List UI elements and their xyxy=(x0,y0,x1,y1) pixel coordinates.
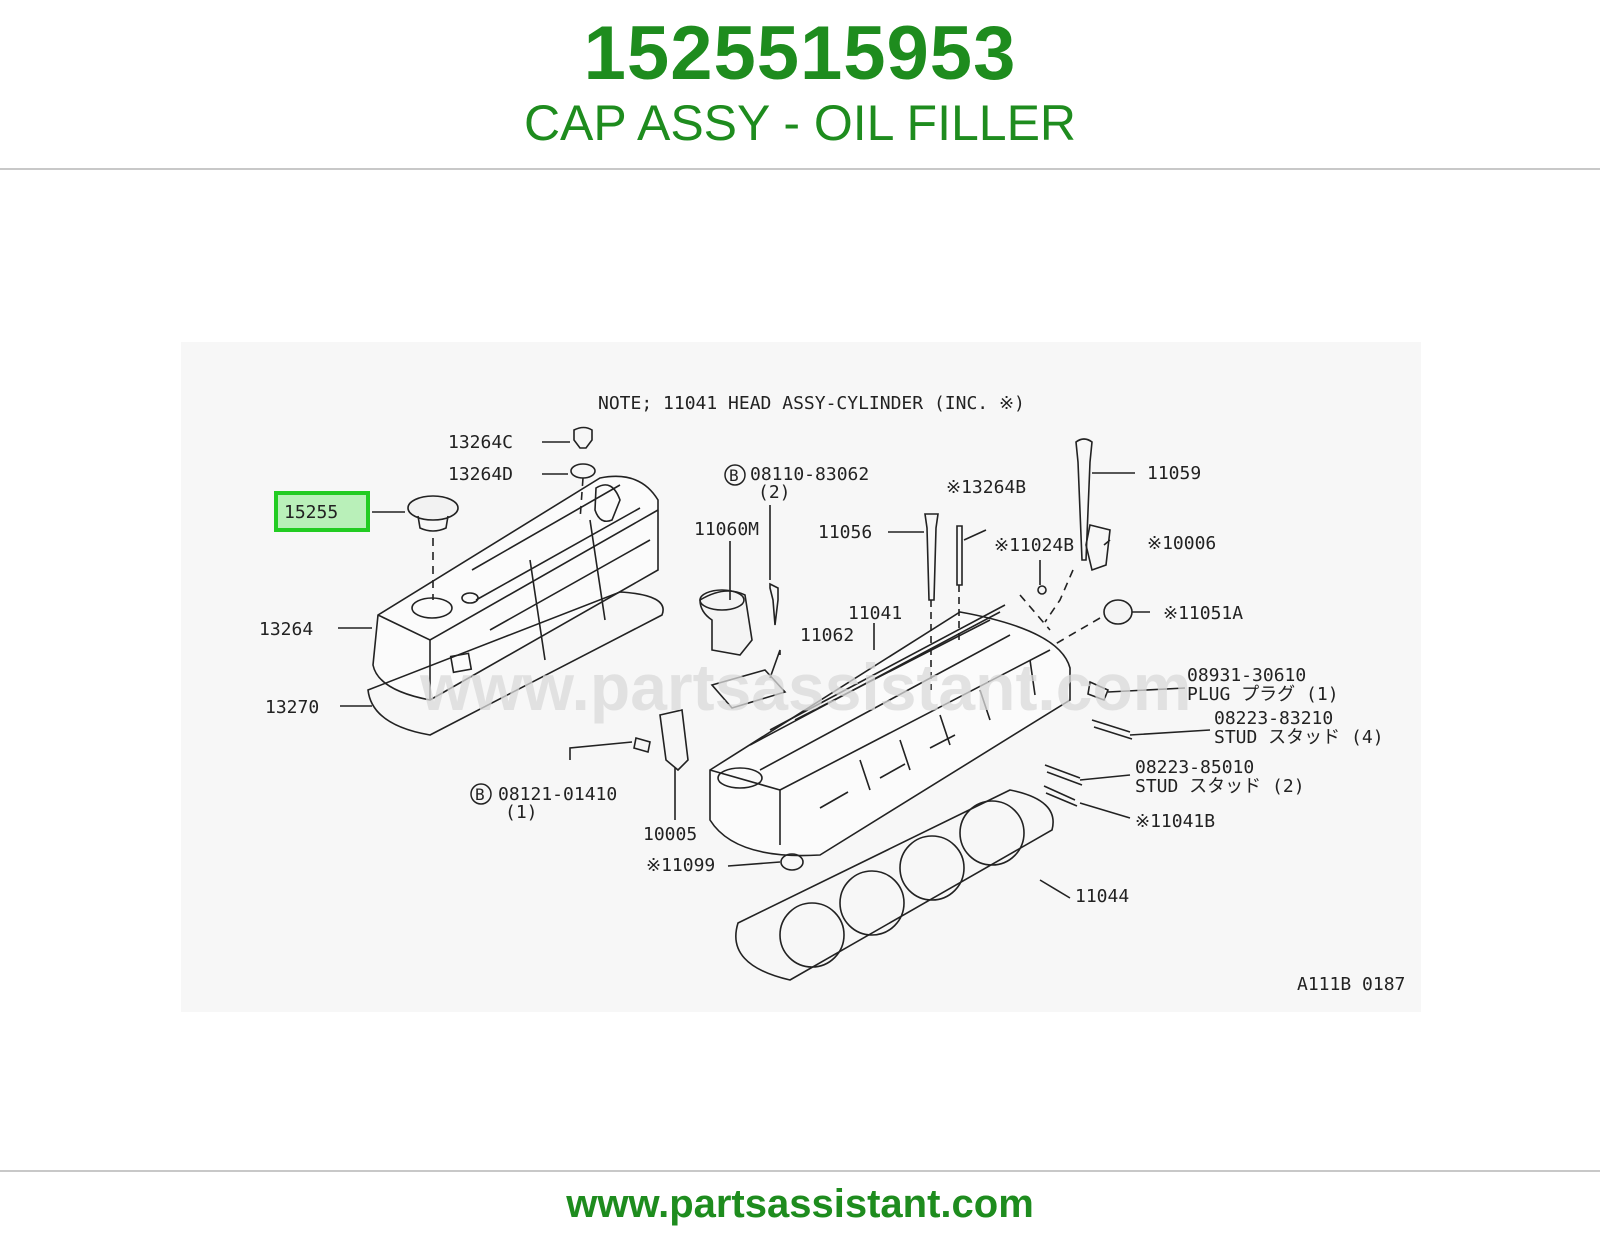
callout-15255: 15255 xyxy=(284,502,338,523)
stud-11041b xyxy=(1043,785,1078,807)
oil-filler-cap xyxy=(407,495,459,532)
footer-url[interactable]: www.partsassistant.com xyxy=(566,1182,1034,1226)
callout-08223-83210-desc: STUD スタッド (4) xyxy=(1214,727,1384,748)
callout-08121-01410: 08121-01410 xyxy=(498,784,617,805)
callout-08223-83210: 08223-83210 xyxy=(1214,708,1333,729)
callout-11041: 11041 xyxy=(848,603,902,624)
callout-11044: 11044 xyxy=(1075,886,1129,907)
bracket-10005 xyxy=(659,709,689,772)
oil-level-gauge xyxy=(1075,438,1093,561)
callout-11059: 11059 xyxy=(1147,463,1201,484)
cap-13264c xyxy=(573,426,593,449)
plug-11099 xyxy=(780,853,804,871)
callout-11041b: ※11041B xyxy=(1135,811,1215,832)
callout-08223-85010: 08223-85010 xyxy=(1135,757,1254,778)
stud-08223-83210 xyxy=(1091,719,1133,740)
callout-13264d: 13264D xyxy=(448,464,513,485)
callout-08931-30610: 08931-30610 xyxy=(1187,665,1306,686)
diagram-note: NOTE; 11041 HEAD ASSY-CYLINDER (INC. ※) xyxy=(598,393,1025,414)
callout-08223-85010-desc: STUD スタッド (2) xyxy=(1135,776,1305,797)
washer-13264d xyxy=(570,463,596,479)
callout-10005: 10005 xyxy=(643,824,697,845)
callout-13270: 13270 xyxy=(265,697,319,718)
bolt-08121 xyxy=(633,736,651,754)
callout-13264b: ※13264B xyxy=(946,477,1026,498)
stud-13264b xyxy=(956,525,963,586)
outlet-gasket xyxy=(710,669,787,709)
plug-08931 xyxy=(1087,680,1110,702)
callout-11060m: 11060M xyxy=(694,519,759,540)
callout-08931-desc: PLUG プラグ (1) xyxy=(1187,684,1339,705)
figure-code: A111B 0187 xyxy=(1297,974,1405,995)
callout-08110-qty: (2) xyxy=(758,482,791,503)
footer-divider xyxy=(0,1170,1600,1172)
b-marker-08110: B xyxy=(724,464,746,486)
callout-10006: ※10006 xyxy=(1147,533,1216,554)
callout-11051a: ※11051A xyxy=(1163,603,1243,624)
b-marker-label: B xyxy=(729,466,739,485)
cover-gasket xyxy=(367,591,664,736)
part-name: CAP ASSY - OIL FILLER xyxy=(523,95,1077,151)
stud-08223-85010 xyxy=(1044,764,1083,786)
water-outlet xyxy=(699,589,753,656)
b-marker-08121: B xyxy=(470,783,492,805)
b-marker-label: B xyxy=(475,785,485,804)
diagram-watermark: www.partsassistant.com xyxy=(419,650,1191,724)
callout-08110-83062: 08110-83062 xyxy=(750,464,869,485)
callout-13264c: 13264C xyxy=(448,432,513,453)
bolt-08110 xyxy=(769,582,779,626)
callout-08121-qty: (1) xyxy=(505,802,538,823)
head-bolt-11056 xyxy=(924,513,939,601)
callout-11062: 11062 xyxy=(800,625,854,646)
head-gasket xyxy=(735,789,1054,981)
callout-11056: 11056 xyxy=(818,522,872,543)
page-header: 1525515953 CAP ASSY - OIL FILLER xyxy=(0,0,1600,168)
bracket-10006 xyxy=(1085,524,1111,572)
plug-11051a xyxy=(1103,599,1133,625)
callout-11099: ※11099 xyxy=(646,855,715,876)
cylinder-head xyxy=(709,604,1071,857)
part-number: 1525515953 xyxy=(583,11,1017,96)
highlight-box xyxy=(274,491,370,532)
dowel-11024b xyxy=(1037,585,1047,595)
callout-11024b: ※11024B xyxy=(994,535,1074,556)
callout-13264: 13264 xyxy=(259,619,313,640)
header-divider xyxy=(0,168,1600,170)
